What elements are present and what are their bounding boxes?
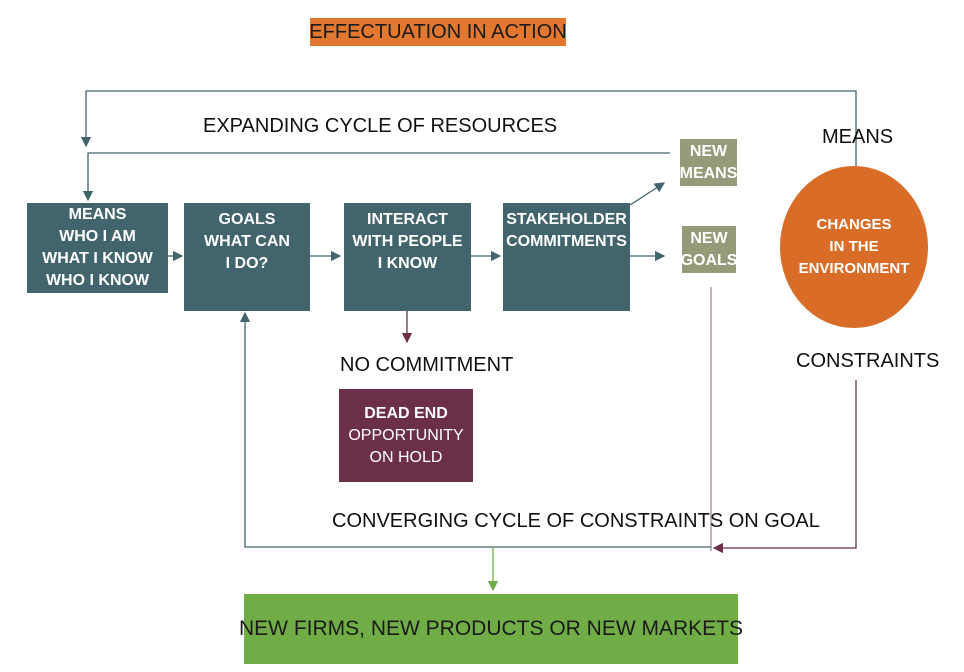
- means-box-line: WHO I KNOW: [45, 272, 150, 289]
- interact-box-line: I KNOW: [377, 255, 438, 272]
- constraints-side-label: CONSTRAINTS: [796, 350, 940, 372]
- expanding-cycle-label: EXPANDING CYCLE OF RESOURCES: [203, 115, 558, 137]
- environment-circle: CHANGES IN THE ENVIRONMENT: [780, 166, 928, 328]
- converging-return-line: [239, 311, 711, 548]
- dead-end-title: DEAD END: [364, 404, 448, 422]
- new-means-line: MEANS: [679, 164, 738, 182]
- dead-end-line: ON HOLD: [369, 448, 443, 466]
- expanding-inner-loop: [82, 152, 670, 202]
- goals-box-line: WHAT CAN: [204, 233, 290, 250]
- means-box-line: MEANS: [68, 206, 127, 223]
- means-box: MEANS WHO I AM WHAT I KNOW WHO I KNOW: [27, 203, 168, 293]
- goals-box-line: I DO?: [225, 255, 269, 272]
- result-box: NEW FIRMS, NEW PRODUCTS OR NEW MARKETS: [239, 594, 743, 664]
- interact-box: INTERACT WITH PEOPLE I KNOW: [344, 203, 471, 311]
- constraints-down-line: [712, 380, 857, 554]
- new-goals-line: NEW: [690, 229, 728, 247]
- means-side-label: MEANS: [822, 126, 894, 148]
- stakeholder-box: STAKEHOLDER COMMITMENTS: [503, 203, 630, 311]
- new-goals-tag: NEW GOALS: [680, 226, 738, 273]
- diagram-title: EFFECTUATION IN ACTION: [309, 18, 567, 46]
- environment-line: IN THE: [829, 238, 879, 255]
- dead-end-box: DEAD END OPPORTUNITY ON HOLD: [339, 389, 473, 482]
- converging-cycle-label: CONVERGING CYCLE OF CONSTRAINTS ON GOAL: [332, 510, 820, 532]
- dead-end-line: OPPORTUNITY: [348, 426, 464, 444]
- stakeholder-box-line: STAKEHOLDER: [506, 211, 627, 228]
- new-goals-line: GOALS: [680, 251, 738, 269]
- environment-line: CHANGES: [816, 216, 892, 233]
- expanding-outer-loop: [80, 90, 857, 166]
- means-box-line: WHO I AM: [59, 228, 136, 245]
- arrow-stakeholder-newmeans: [629, 182, 666, 206]
- interact-box-line: WITH PEOPLE: [352, 233, 463, 250]
- no-commitment-label: NO COMMITMENT: [340, 354, 514, 376]
- goals-box: GOALS WHAT CAN I DO?: [184, 203, 310, 311]
- environment-line: ENVIRONMENT: [798, 260, 910, 277]
- means-box-line: WHAT I KNOW: [42, 250, 153, 267]
- goals-box-line: GOALS: [218, 211, 276, 228]
- new-means-line: NEW: [689, 142, 728, 160]
- interact-box-line: INTERACT: [367, 211, 448, 228]
- new-means-tag: NEW MEANS: [680, 139, 737, 186]
- stakeholder-box-line: COMMITMENTS: [506, 233, 627, 250]
